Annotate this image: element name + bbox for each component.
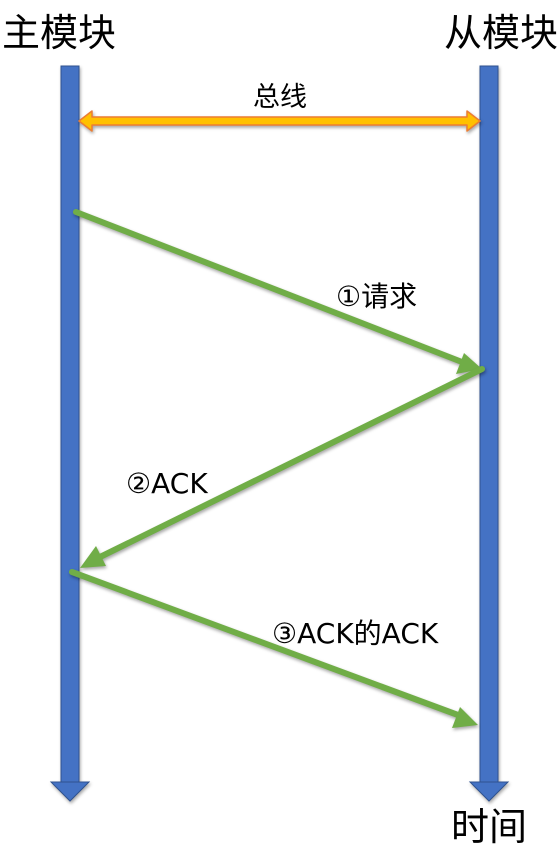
message-ack-label: ②ACK bbox=[126, 467, 208, 500]
slave-lifeline-bar bbox=[479, 65, 499, 784]
bus-label: 总线 bbox=[253, 82, 307, 113]
message-ack-of-ack-label: ③ACK的ACK bbox=[272, 617, 439, 650]
message-ack-of-ack-arrowhead bbox=[452, 707, 478, 728]
message-ack-arrow bbox=[80, 366, 485, 568]
message-request-arrow bbox=[73, 209, 482, 374]
slave-module-title: 从模块 bbox=[444, 11, 558, 55]
slave-lifeline-arrowhead bbox=[468, 781, 510, 802]
message-ack-arrowhead bbox=[80, 546, 106, 568]
message-request-label: ①请求 bbox=[336, 280, 417, 313]
master-module-title: 主模块 bbox=[2, 11, 116, 55]
message-request-arrowhead bbox=[456, 353, 482, 374]
master-lifeline-arrowhead bbox=[49, 781, 91, 802]
time-axis-label: 时间 bbox=[451, 805, 527, 849]
message-ack-of-ack-line bbox=[69, 569, 461, 718]
slave-lifeline bbox=[468, 65, 510, 802]
message-ack-of-ack-arrow bbox=[69, 569, 478, 728]
master-lifeline bbox=[49, 65, 91, 802]
message-ack-line bbox=[97, 366, 485, 560]
bus-double-arrow-shape bbox=[78, 110, 481, 132]
bus-arrow bbox=[78, 110, 481, 132]
message-request-line bbox=[73, 209, 465, 365]
master-lifeline-bar bbox=[60, 65, 80, 784]
